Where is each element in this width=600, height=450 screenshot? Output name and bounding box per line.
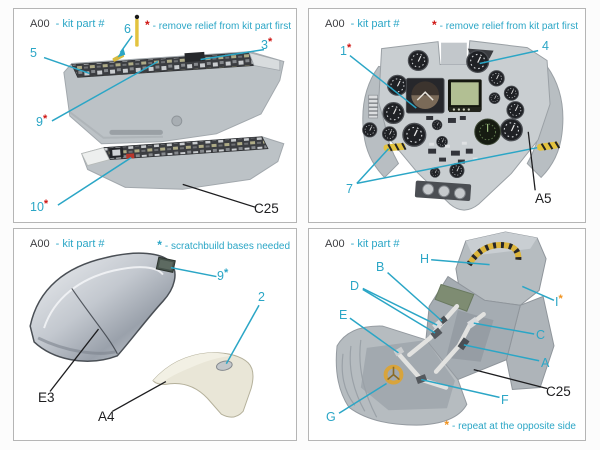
panel-instrument-panel: A00 - kit part # *- remove relief from k… [308, 8, 586, 223]
red-star-icon: * [431, 18, 437, 32]
panel-windscreen: A00 - kit part # *- scratchbuild bases n… [13, 228, 297, 441]
part-label-a4: A4 [98, 409, 115, 424]
callout-A: A [541, 356, 550, 370]
note-text: - scratchbuild bases needed [164, 241, 290, 252]
kit-part-suffix: - kit part # [350, 18, 400, 30]
red-star-icon: * [144, 18, 150, 32]
instrument-panel-illustration [349, 40, 564, 211]
red-star-icon: * [42, 113, 48, 125]
remove-relief-note: *- remove relief from kit part first [145, 19, 291, 32]
callout-H: H [420, 252, 430, 266]
callout-9: 9* [217, 267, 229, 283]
orange-star-icon: * [444, 418, 450, 432]
callout-3: 3* [261, 36, 273, 52]
red-star-icon: * [346, 42, 352, 54]
note-text: - remove relief from kit part first [439, 21, 578, 32]
teal-star-icon: * [157, 238, 162, 252]
callout-D: D [350, 279, 360, 293]
callout-2: 2 [258, 290, 265, 304]
ejection-seat-illustration [335, 231, 555, 426]
callout-9: 9* [36, 113, 48, 129]
kit-part-header: A00 - kit part # [30, 18, 105, 30]
panel-ejection-seat: A00 - kit part # H B D E I* C A C25 F G … [308, 228, 586, 441]
kit-part-suffix: - kit part # [55, 238, 105, 250]
kit-part-number: A00 [30, 18, 50, 30]
callout-E: E [339, 308, 348, 322]
windscreen-illustration [29, 252, 260, 418]
callout-1: 1* [340, 42, 352, 58]
side-consoles-illustration [43, 14, 285, 208]
note-text: - remove relief from kit part first [152, 21, 291, 32]
kit-part-header: A00 - kit part # [325, 18, 400, 30]
callout-4: 4 [542, 39, 549, 53]
kit-part-header: A00 - kit part # [30, 238, 105, 250]
part-label-e3: E3 [38, 390, 55, 405]
callout-F: F [501, 393, 509, 407]
callout-G: G [326, 410, 336, 424]
panel-side-consoles: A00 - kit part # *- remove relief from k… [13, 8, 297, 223]
part-label-a5: A5 [535, 191, 552, 206]
callout-B: B [376, 260, 385, 274]
red-star-icon: * [267, 36, 273, 48]
part-label-c25: C25 [254, 201, 279, 216]
kit-part-suffix: - kit part # [55, 18, 105, 30]
remove-relief-note: *- remove relief from kit part first [432, 19, 578, 32]
callout-7: 7 [346, 182, 353, 196]
teal-star-icon: * [223, 267, 229, 279]
note-text: - repeat at the opposite side [452, 421, 576, 432]
orange-star-icon: * [558, 293, 563, 305]
callout-10: 10* [30, 198, 49, 214]
callout-I: I* [555, 293, 563, 309]
red-star-icon: * [43, 198, 49, 210]
kit-part-number: A00 [325, 238, 345, 250]
kit-part-suffix: - kit part # [350, 238, 400, 250]
callout-6: 6 [124, 22, 131, 36]
kit-part-header: A00 - kit part # [325, 238, 400, 250]
kit-part-number: A00 [30, 238, 50, 250]
repeat-opposite-side-note: *- repeat at the opposite side [444, 419, 576, 432]
scratchbuild-note: *- scratchbuild bases needed [157, 239, 290, 252]
callout-C: C [536, 328, 546, 342]
part-label-c25: C25 [546, 384, 571, 399]
callout-5: 5 [30, 46, 37, 60]
kit-part-number: A00 [325, 18, 345, 30]
